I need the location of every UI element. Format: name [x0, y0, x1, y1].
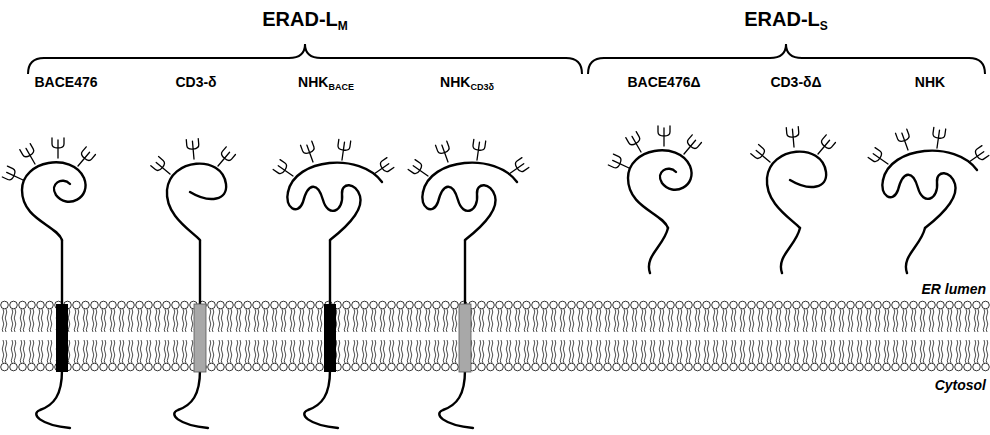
- protein-bace476: [2, 138, 95, 428]
- drawing-stroke: [151, 139, 236, 240]
- drawing-stroke: [439, 240, 473, 428]
- protein-name-group: CD3-δΔ: [770, 75, 821, 89]
- drawing-stroke: [751, 127, 836, 228]
- drawing-stroke: [868, 127, 989, 228]
- drawing-stroke: [2, 138, 95, 240]
- drawing-stroke: [36, 240, 70, 428]
- protein-name-group: NHKCD3δ: [440, 75, 494, 92]
- drawing-stroke: [273, 139, 394, 240]
- protein-nhk: [868, 127, 989, 273]
- compartment-label: Cytosol: [935, 377, 986, 393]
- protein-name: CD3-δ: [175, 74, 216, 90]
- protein-name-group: NHK: [915, 75, 945, 89]
- group-heading: ERAD-L: [262, 8, 338, 30]
- drawing-stroke: [174, 240, 208, 428]
- protein-name: BACE476Δ: [627, 74, 700, 90]
- drawing-stroke: [194, 304, 206, 372]
- drawing-stroke: [906, 228, 925, 273]
- protein-nhk-cd3: [408, 139, 529, 428]
- drawing-stroke: [781, 228, 800, 273]
- protein-bace476-delta: [608, 126, 701, 273]
- group-heading-group: ERAD-LM: [262, 9, 348, 32]
- protein-cd3-delta-delta: [751, 127, 836, 273]
- protein-name-group: CD3-δ: [175, 75, 216, 89]
- drawing-stroke: [324, 304, 336, 372]
- drawing-stroke: [56, 304, 68, 372]
- bracket: [588, 44, 985, 74]
- subscript: BACE: [328, 82, 354, 92]
- drawing-stroke: [608, 126, 701, 228]
- subscript: M: [338, 19, 348, 33]
- drawing-stroke: [459, 304, 471, 372]
- protein-cd3-delta: [151, 139, 236, 428]
- group-heading: ERAD-L: [744, 8, 820, 30]
- compartment-label-group: Cytosol: [933, 378, 988, 392]
- protein-name: CD3-δΔ: [770, 74, 821, 90]
- protein-name: NHK: [915, 74, 945, 90]
- subscript: S: [820, 19, 828, 33]
- protein-name-group: BACE476: [34, 75, 97, 89]
- drawing-stroke: [649, 228, 668, 273]
- protein-name: NHK: [440, 74, 470, 90]
- protein-name: BACE476: [34, 74, 97, 90]
- protein-name-group: BACE476Δ: [627, 75, 700, 89]
- drawing-stroke: [408, 139, 529, 240]
- drawing-stroke: [304, 240, 338, 428]
- compartment-label: ER lumen: [921, 281, 986, 297]
- compartment-label-group: ER lumen: [919, 282, 988, 296]
- subscript: CD3δ: [470, 82, 493, 92]
- group-heading-group: ERAD-LS: [744, 9, 828, 32]
- protein-name: NHK: [298, 74, 328, 90]
- protein-name-group: NHKBACE: [298, 75, 354, 92]
- protein-nhk-bace: [273, 139, 394, 428]
- bracket: [28, 44, 582, 74]
- lipid-bilayer: [0, 300, 990, 372]
